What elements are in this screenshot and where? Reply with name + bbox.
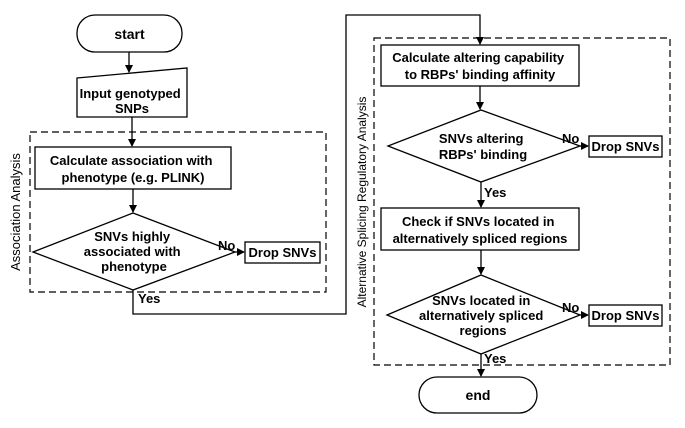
edge-label-yes-2: Yes [484, 185, 506, 200]
input-label: Input genotyped SNPs [80, 86, 185, 116]
calc-association-node [34, 146, 232, 190]
edge-label-yes-3: Yes [484, 351, 506, 366]
drop-snvs-node-3 [588, 304, 663, 327]
decision-splice-line3: regions [460, 323, 507, 338]
decision-rbp-line2: RBPs' binding [439, 147, 527, 162]
input-label-line2: SNPs [115, 101, 149, 116]
drop-snvs-label-1: Drop SNVs [249, 245, 317, 260]
splicing-analysis-group [373, 37, 671, 366]
calc-association-label: Calculate association with phenotype (e.… [50, 153, 216, 185]
decision-rbp-line1: SNVs altering [439, 131, 524, 146]
edge-yes-to-splicing [132, 14, 484, 315]
association-analysis-group [29, 131, 327, 293]
decision-rbp-node [386, 109, 582, 183]
drop-snvs-label-2: Drop SNVs [592, 139, 660, 154]
drop-snvs-label-3: Drop SNVs [592, 308, 660, 323]
drop-snvs-node-1 [244, 241, 321, 264]
edge-label-no-1: No [218, 238, 235, 253]
splicing-analysis-label: Alternative Splicing Regulatory Analysis [355, 97, 369, 308]
decision-association-line3: phenotype [101, 259, 167, 274]
calc-altering-line1: Calculate altering capability [392, 50, 565, 65]
decision-rbp-label: SNVs altering RBPs' binding [439, 131, 527, 162]
check-splice-line1: Check if SNVs located in [402, 214, 554, 229]
calc-association-line1: Calculate association with [50, 153, 213, 168]
input-label-line1: Input genotyped [80, 86, 181, 101]
decision-association-line2: associated with [84, 244, 181, 259]
calc-altering-label: Calculate altering capability to RBPs' b… [392, 50, 568, 82]
association-analysis-label: Association Analysis [8, 153, 23, 271]
check-splice-line2: alternatively spliced regions [393, 231, 568, 246]
start-label: start [114, 26, 145, 42]
edge-label-no-2: No [562, 131, 579, 146]
decision-association-label: SNVs highly associated with phenotype [84, 229, 184, 274]
input-node [76, 67, 188, 118]
end-node [418, 376, 538, 414]
edge-label-yes-1: Yes [138, 291, 160, 306]
calc-altering-line2: to RBPs' binding affinity [405, 67, 556, 82]
calc-association-line2: phenotype (e.g. PLINK) [62, 170, 205, 185]
decision-splice-label: SNVs located in alternatively spliced re… [419, 293, 547, 338]
connectors [125, 14, 589, 377]
decision-splice-line2: alternatively spliced [419, 308, 543, 323]
calc-altering-node [380, 44, 580, 87]
edge-label-no-3: No [562, 300, 579, 315]
drop-snvs-node-2 [588, 135, 663, 158]
end-label: end [466, 387, 491, 403]
decision-splice-line1: SNVs located in [432, 293, 530, 308]
check-splice-node [380, 207, 580, 251]
decision-association-line1: SNVs highly [94, 229, 171, 244]
check-splice-label: Check if SNVs located in alternatively s… [393, 214, 568, 246]
